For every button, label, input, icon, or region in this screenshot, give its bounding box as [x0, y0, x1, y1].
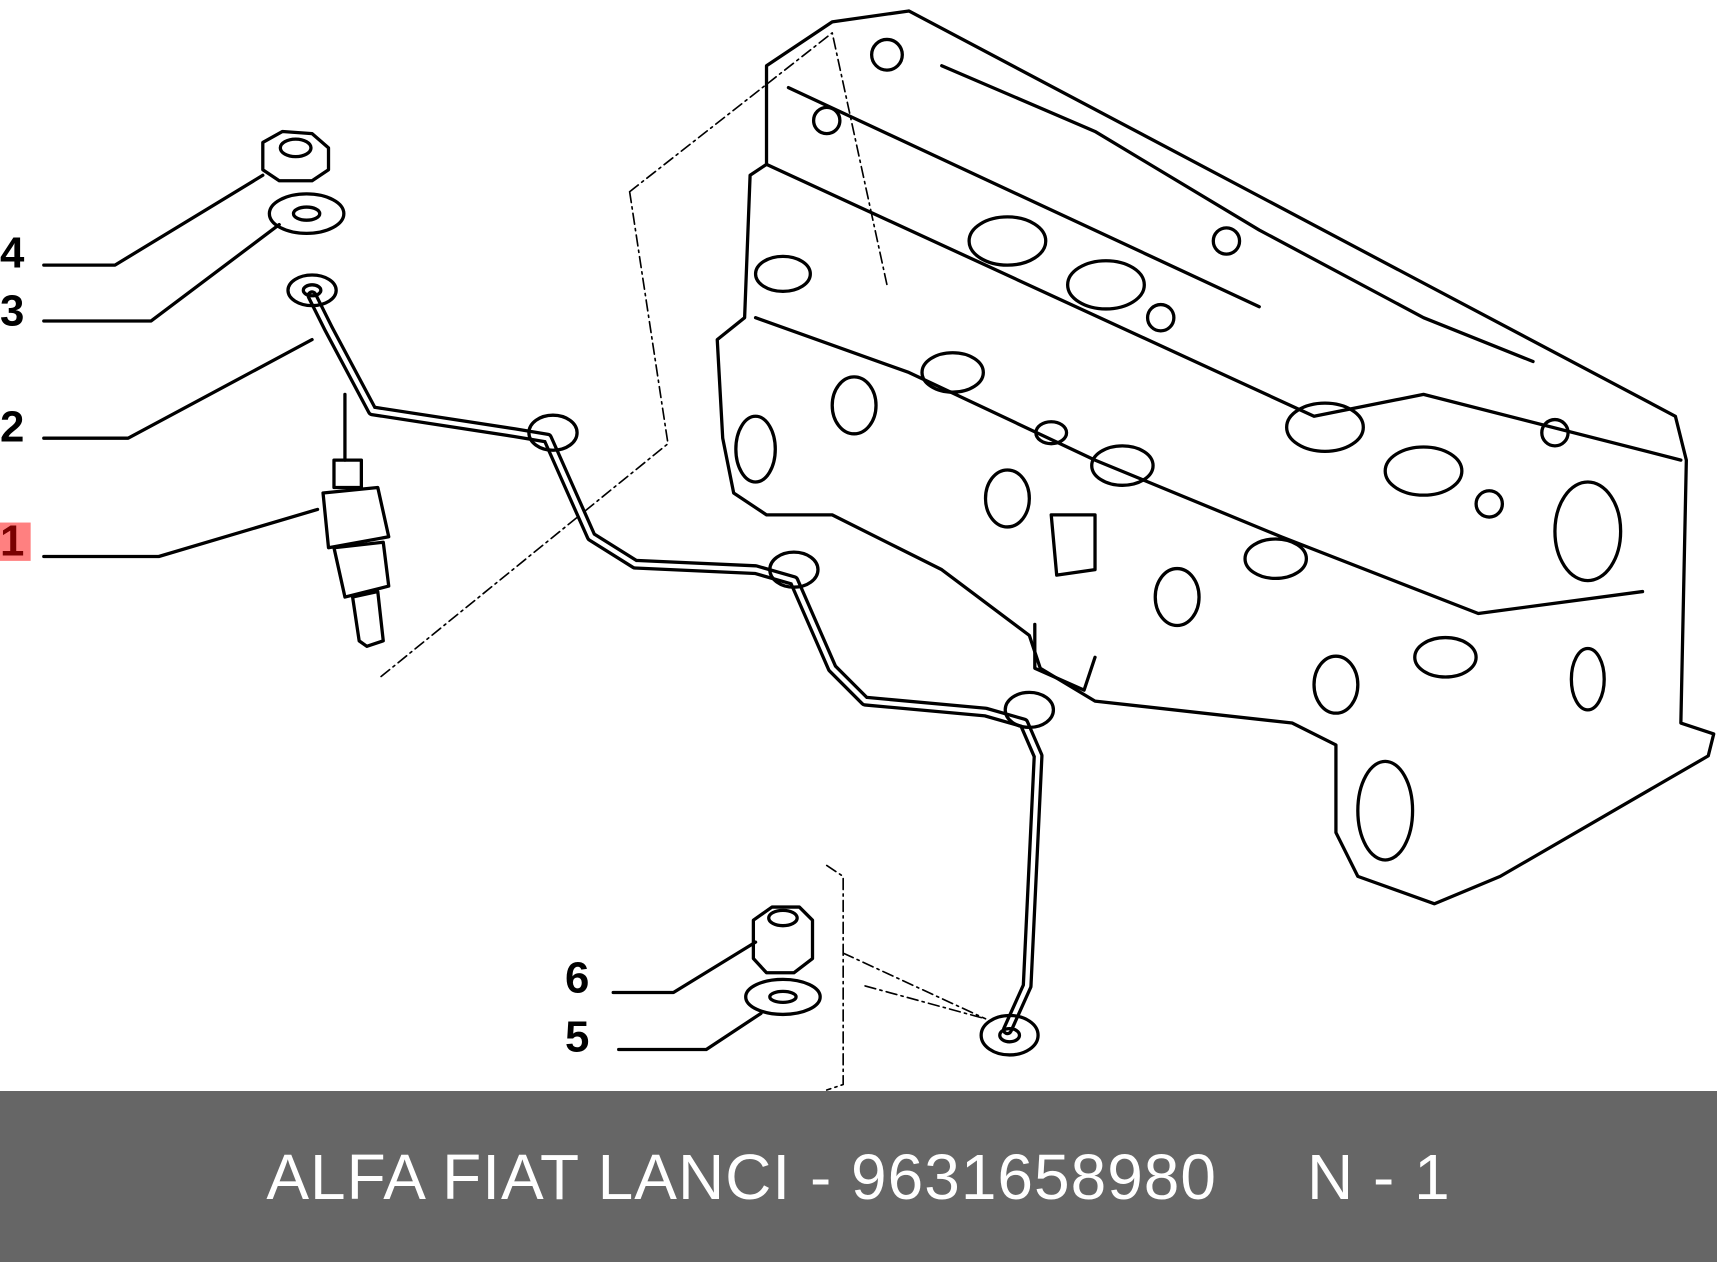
cylinder-head-drawing [715, 9, 1716, 906]
callout-5[interactable]: 5 [565, 1013, 589, 1062]
callout-labels: 1 2 3 4 5 6 [0, 228, 589, 1062]
brand-label: ALFA FIAT LANCI [266, 1140, 792, 1213]
nut-part [261, 129, 331, 183]
part-number: 9631658980 [851, 1140, 1217, 1213]
glow-plug-part [321, 392, 391, 648]
section-lines [376, 32, 987, 1091]
callout-6[interactable]: 6 [565, 954, 589, 1003]
separator: - [791, 1140, 852, 1213]
washer-5-part [744, 977, 822, 1017]
position-label: N - 1 [1306, 1140, 1451, 1213]
part-info-bar: ALFA FIAT LANCI - 9631658980 N - 1 [0, 1091, 1717, 1262]
callout-1-highlight [0, 522, 31, 561]
nut-6-part [751, 905, 815, 975]
callout-1[interactable]: 1 [0, 516, 24, 565]
leader-lines [42, 173, 763, 1052]
callout-2[interactable]: 2 [0, 402, 24, 451]
washer-part [267, 192, 346, 235]
callout-3[interactable]: 3 [0, 286, 24, 335]
glow-plug-wire [306, 290, 1044, 1036]
callout-4[interactable]: 4 [0, 228, 25, 277]
